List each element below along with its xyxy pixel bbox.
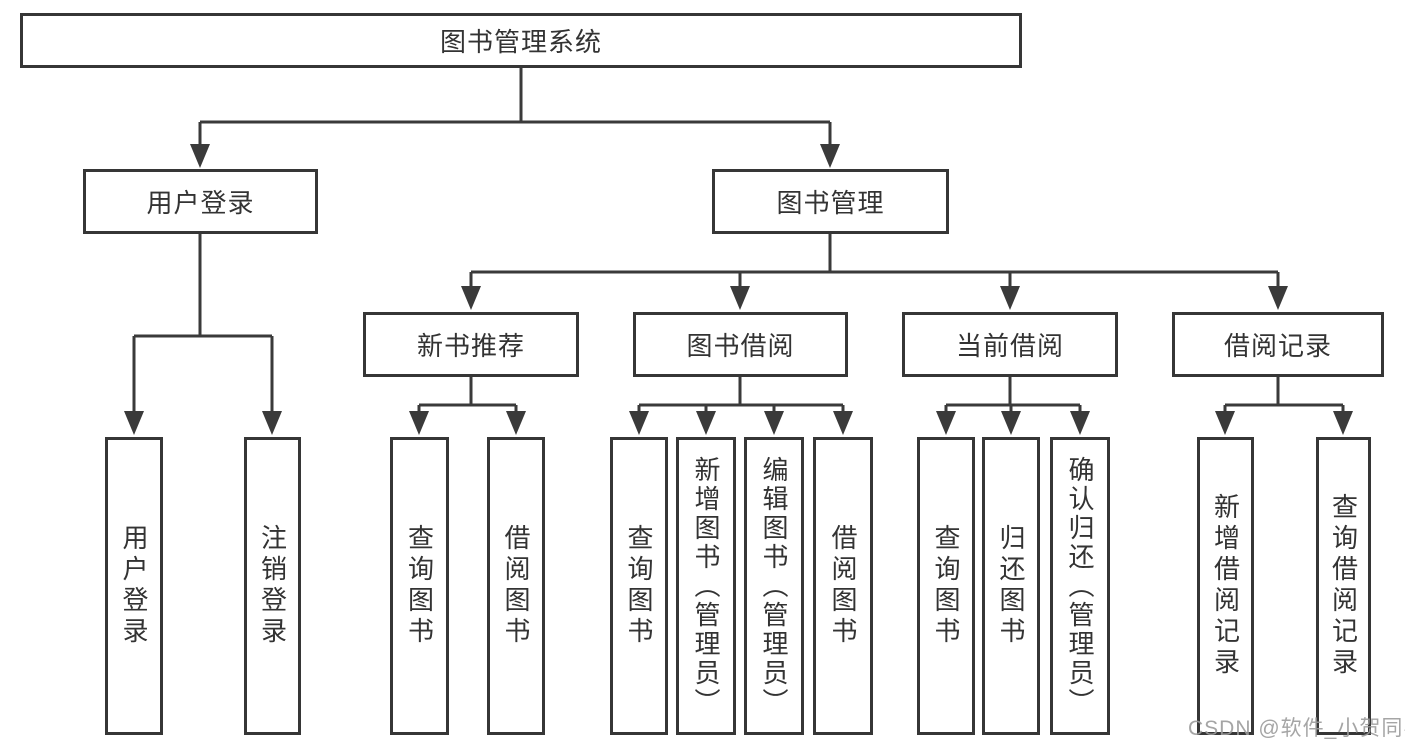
leaf-query-books-borrowing: 查询图书: [610, 437, 668, 735]
node-current-borrowing: 当前借阅: [902, 312, 1118, 377]
leaf-logout: 注销登录: [244, 437, 301, 735]
leaf-confirm-return-admin: 确认归还（管理员）: [1050, 437, 1110, 735]
leaf-add-book-admin: 新增图书（管理员）: [676, 437, 736, 735]
leaf-user-login: 用户登录: [105, 437, 163, 735]
leaf-query-borrow-record: 查询借阅记录: [1316, 437, 1371, 735]
leaf-query-books-current: 查询图书: [917, 437, 975, 735]
node-library-management-system: 图书管理系统: [20, 13, 1022, 68]
leaf-query-books-recommend: 查询图书: [390, 437, 449, 735]
node-book-management: 图书管理: [712, 169, 949, 234]
leaf-borrow-books-recommend: 借阅图书: [487, 437, 545, 735]
leaf-borrow-books-borrowing: 借阅图书: [813, 437, 873, 735]
node-borrowing-records: 借阅记录: [1172, 312, 1384, 377]
watermark-csdn: CSDN @软件_小贺同学: [1188, 717, 1405, 740]
node-book-borrowing: 图书借阅: [633, 312, 848, 377]
leaf-return-books: 归还图书: [982, 437, 1040, 735]
leaf-add-borrow-record: 新增借阅记录: [1197, 437, 1254, 735]
node-user-login: 用户登录: [83, 169, 318, 234]
node-new-book-recommendation: 新书推荐: [363, 312, 579, 377]
leaf-edit-book-admin: 编辑图书（管理员）: [744, 437, 804, 735]
